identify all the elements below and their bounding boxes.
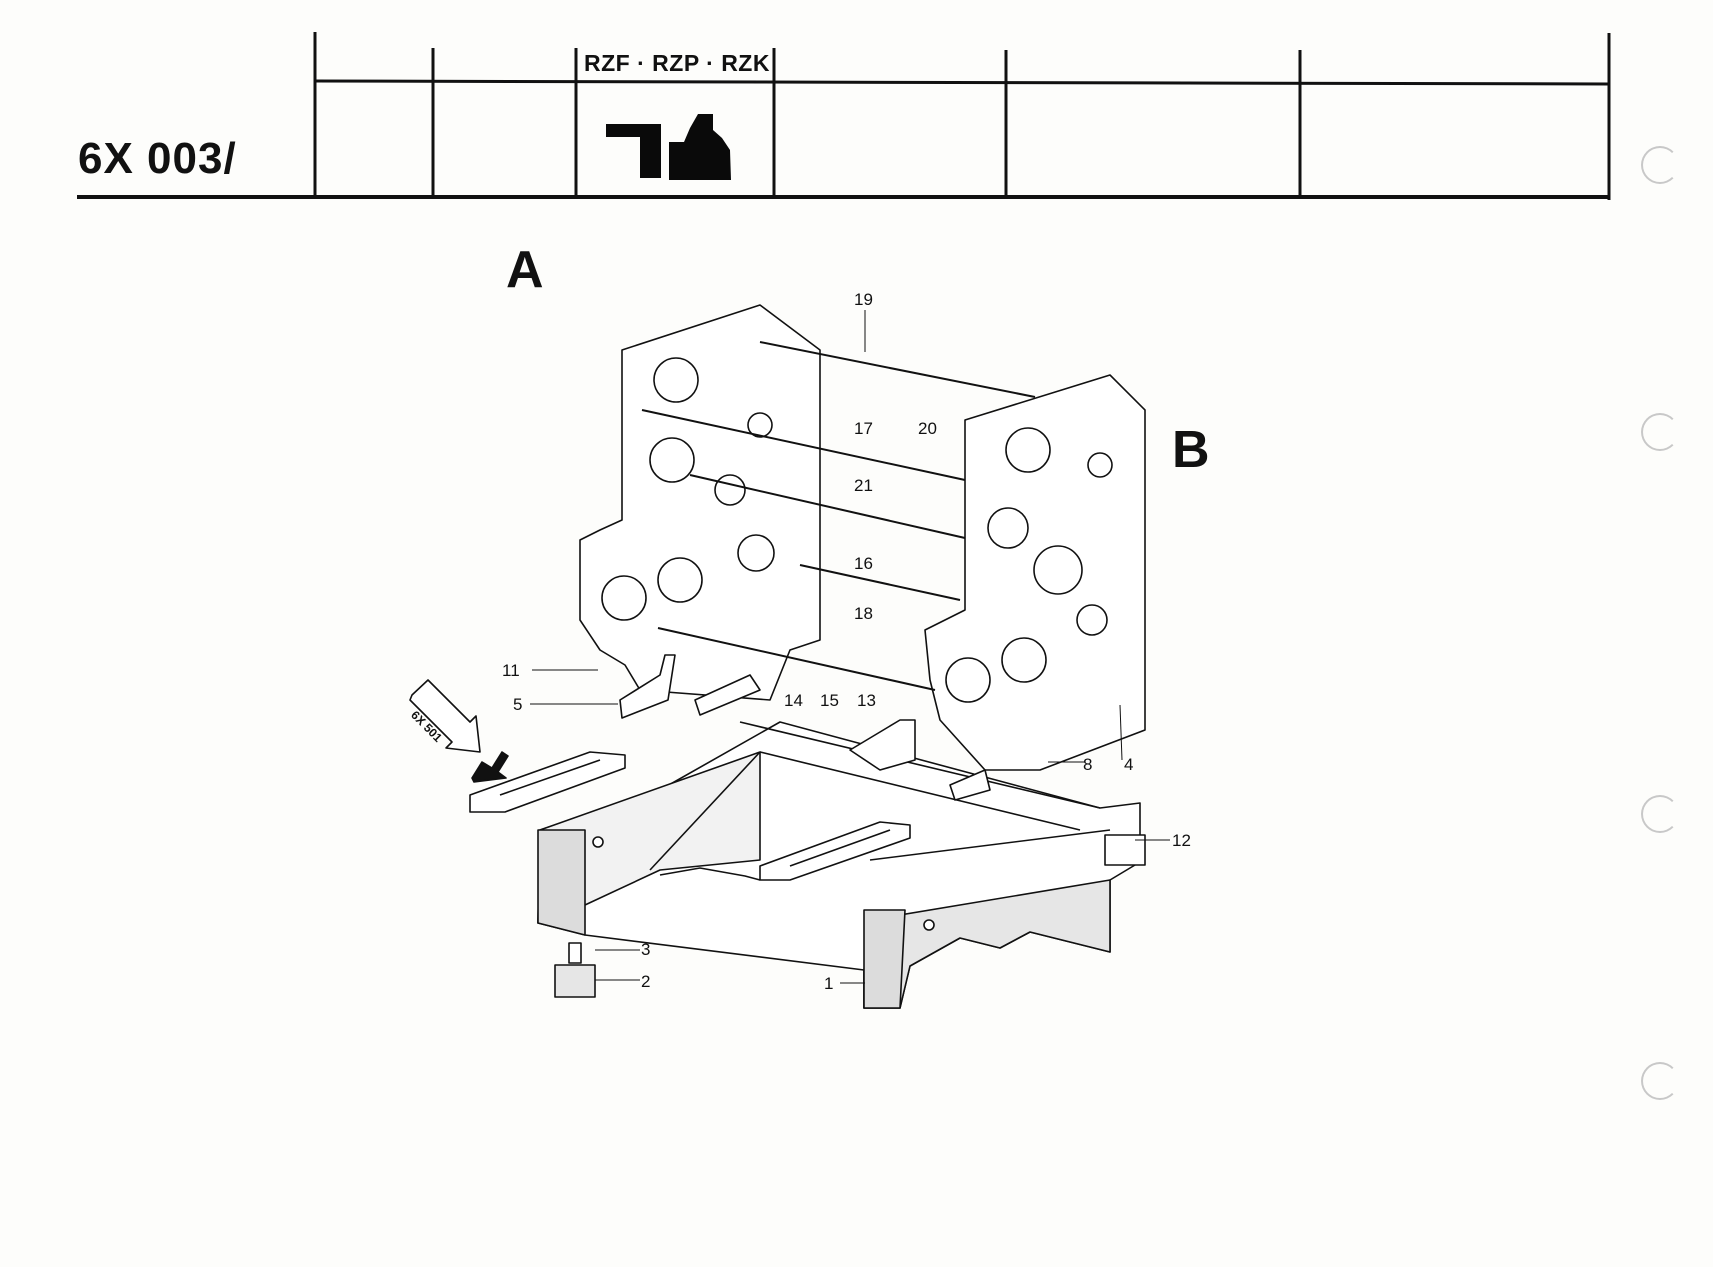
callout-4: 4 — [1124, 755, 1134, 774]
callout-19: 19 — [854, 290, 873, 309]
transmission-silhouette-icon — [606, 114, 731, 180]
callout-12: 12 — [1172, 831, 1191, 850]
view-label-a: A — [506, 241, 544, 299]
callout-3: 3 — [641, 940, 651, 959]
header-table — [77, 32, 1611, 200]
slide-rail-left — [469, 751, 626, 813]
base-frame — [537, 721, 1141, 1009]
callout-2: 2 — [641, 972, 651, 991]
callout-14: 14 — [784, 691, 803, 710]
binder-hole-icon — [1641, 1062, 1679, 1100]
callout-5: 5 — [513, 695, 523, 714]
slide-rail-center — [759, 821, 911, 881]
callout-18: 18 — [854, 604, 873, 623]
binder-hole-icon — [1641, 795, 1679, 833]
bracket-parts — [554, 654, 1146, 998]
side-plate-b — [924, 374, 1146, 771]
side-plate-a — [579, 304, 821, 701]
callout-13: 13 — [857, 691, 876, 710]
callout-16: 16 — [854, 554, 873, 573]
callout-15: 15 — [820, 691, 839, 710]
document-code: 6X 003/ — [78, 134, 237, 183]
binder-hole-icon — [1641, 146, 1679, 184]
callout-8: 8 — [1083, 755, 1093, 774]
leader-lines — [530, 310, 1170, 984]
view-label-b: B — [1172, 421, 1210, 479]
callout-17: 17 — [854, 419, 873, 438]
direction-arrow-icon — [409, 679, 509, 783]
callout-20: 20 — [918, 419, 937, 438]
series-label: RZF · RZP · RZK — [584, 50, 770, 76]
callout-1: 1 — [824, 974, 834, 993]
binder-hole-icon — [1641, 413, 1679, 451]
callout-11: 11 — [502, 661, 520, 680]
callout-21: 21 — [854, 476, 873, 495]
shafts — [641, 341, 1036, 691]
